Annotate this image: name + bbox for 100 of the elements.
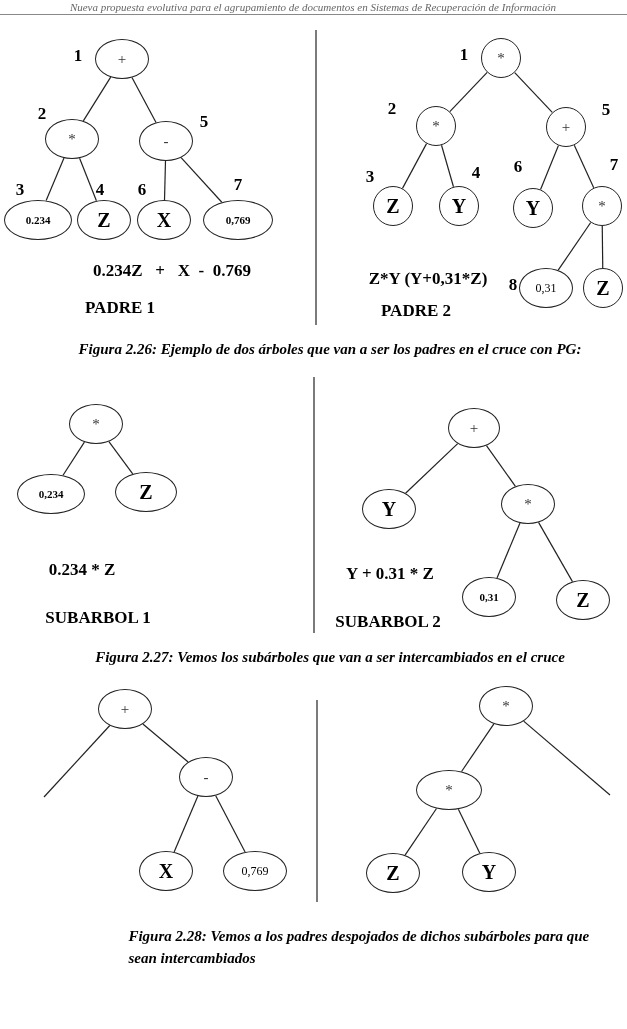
tree-node: [583, 268, 623, 308]
tree-branch: [180, 157, 223, 203]
tree-branch: [82, 76, 112, 122]
node-symbol: *: [68, 131, 76, 147]
tree-label: SUBARBOL 1: [45, 607, 151, 629]
tree-branch: [62, 441, 85, 476]
tree-node: [362, 489, 416, 529]
node-symbol: Z: [386, 196, 400, 216]
tree-node: [416, 770, 482, 810]
tree-label: Y + 0.31 * Z: [346, 563, 434, 585]
tree-branch: [79, 157, 97, 202]
node-number: 3: [15, 180, 25, 198]
tree-node: [45, 119, 99, 159]
tree-node: [137, 200, 191, 240]
node-symbol: *: [92, 416, 100, 432]
node-symbol: 0,234: [38, 488, 64, 500]
tree-node: [448, 408, 500, 448]
tree-branch: [601, 225, 604, 269]
node-symbol: Z: [386, 863, 400, 883]
tree-branch: [449, 71, 488, 113]
tree-branch: [539, 144, 560, 191]
node-number: 4: [95, 180, 105, 198]
tree-node: [462, 577, 516, 617]
node-number: 2: [387, 99, 397, 117]
tree-node: [519, 268, 573, 308]
node-symbol: *: [502, 698, 510, 714]
tree-branch: [404, 442, 459, 494]
tree-branch: [485, 444, 516, 487]
tree-branch: [215, 795, 246, 853]
tree-branch: [496, 522, 521, 579]
figure-caption: Figura 2.28: Vemos a los padres despojados de dichos subárboles para que sean intercambiados: [128, 927, 591, 968]
node-symbol: Y: [481, 862, 497, 882]
node-symbol: *: [432, 118, 440, 134]
node-symbol: *: [598, 198, 606, 214]
tree-node: [4, 200, 72, 240]
tree-node: [366, 853, 420, 893]
node-symbol: -: [203, 769, 209, 785]
tree-label: SUBARBOL 2: [335, 611, 441, 633]
tree-branch: [523, 720, 611, 796]
tree-branch: [163, 160, 167, 201]
node-symbol: Y: [525, 198, 541, 218]
node-number: 8: [508, 275, 518, 293]
tree-node: [139, 121, 193, 161]
tree-node: [77, 200, 131, 240]
node-symbol: +: [561, 119, 571, 135]
tree-node: [479, 686, 533, 726]
tree-node: [17, 474, 85, 514]
figure-caption: Figura 2.26: Ejemplo de dos árboles que van a ser los padres en el cruce con PG:: [78, 340, 582, 359]
running-header: Nueva propuesta evolutiva para el agrupamiento de documentos en Sistemas de Recuperación de Información: [69, 2, 557, 13]
tree-label: PADRE 2: [381, 300, 451, 322]
node-symbol: Y: [381, 499, 397, 519]
node-symbol: 0.234: [25, 214, 51, 226]
tree-node: [439, 186, 479, 226]
tree-branch: [573, 144, 595, 189]
node-number: 4: [471, 163, 481, 181]
tree-node: [115, 472, 177, 512]
tree-label: Z*Y (Y+0,31*Z): [368, 268, 488, 290]
node-number: 3: [365, 167, 375, 185]
tree-node: [556, 580, 610, 620]
tree-branch: [457, 808, 481, 854]
node-symbol: X: [158, 861, 174, 881]
tree-branch: [173, 795, 199, 853]
tree-node: [373, 186, 413, 226]
tree-node: [582, 186, 622, 226]
tree-node: [95, 39, 149, 79]
tree-node: [501, 484, 555, 524]
node-symbol: +: [117, 51, 127, 67]
node-number: 5: [601, 100, 611, 118]
tree-branch: [537, 521, 574, 583]
tree-label: 0.234 * Z: [48, 559, 116, 581]
node-symbol: Z: [576, 590, 590, 610]
tree-node: [513, 188, 553, 228]
node-number: 6: [513, 157, 523, 175]
node-number: 2: [37, 104, 47, 122]
node-symbol: 0,31: [535, 282, 557, 294]
node-symbol: *: [497, 50, 505, 66]
tree-node: [546, 107, 586, 147]
tree-node: [69, 404, 123, 444]
node-symbol: 0,769: [241, 865, 269, 877]
tree-node: [223, 851, 287, 891]
node-number: 7: [233, 175, 243, 193]
tree-branch: [557, 221, 592, 271]
figure-caption: Figura 2.27: Vemos los subárboles que van a ser intercambiados en el cruce: [95, 648, 565, 667]
tree-branch: [401, 143, 428, 189]
node-symbol: Y: [451, 196, 467, 216]
tree-branch: [440, 144, 455, 188]
node-symbol: 0,31: [479, 591, 499, 603]
tree-node: [179, 757, 233, 797]
node-number: 6: [137, 180, 147, 198]
tree-branch: [108, 440, 134, 475]
node-symbol: +: [469, 420, 479, 436]
node-number: 1: [459, 45, 469, 63]
tree-branch: [514, 71, 553, 114]
tree-branch: [142, 723, 189, 763]
tree-branch: [43, 724, 111, 798]
tree-label: 0.234Z + X - 0.769: [93, 260, 251, 282]
tree-node: [481, 38, 521, 78]
node-symbol: Z: [596, 278, 610, 298]
tree-label: PADRE 1: [85, 297, 155, 319]
node-symbol: 0,769: [225, 214, 251, 226]
